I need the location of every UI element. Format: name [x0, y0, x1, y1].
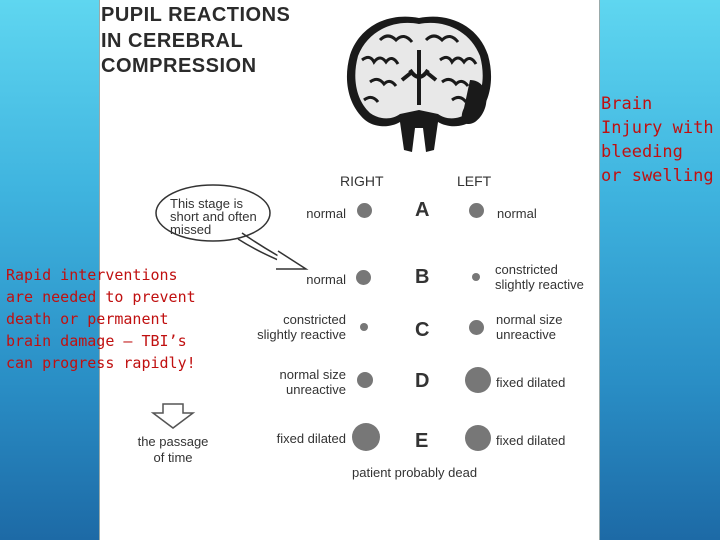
passage-line-1: the passage	[137, 434, 209, 449]
note-right-line-4: or swelling	[601, 166, 714, 186]
row-b-right-label-line: normal	[306, 272, 346, 287]
note-left-line-4: brain damage – TBI’s	[6, 332, 187, 350]
row-a-right-pupil	[357, 203, 372, 218]
row-e-left-label: fixed dilated	[496, 433, 565, 448]
row-d-right-label-line-2: unreactive	[286, 382, 346, 397]
row-d-letter: D	[415, 370, 430, 392]
row-d-right-pupil	[357, 372, 373, 388]
row-c-right-label-line-2: slightly reactive	[257, 327, 346, 342]
row-e-left-pupil	[465, 425, 491, 451]
row-c-right-pupil	[360, 323, 368, 331]
row-a-left-pupil	[469, 203, 484, 218]
bubble-line-3: missed	[170, 222, 212, 237]
row-a-right-label: normal	[306, 206, 346, 221]
row-a-right-label-line: normal	[306, 206, 346, 221]
bubble-line-2: short and often	[170, 209, 257, 224]
row-a-left-label-line: normal	[497, 206, 537, 221]
column-header-left: LEFT	[457, 173, 492, 189]
note-right-line-2: Injury with	[601, 118, 714, 138]
row-d-right-label: normal size unreactive	[280, 367, 346, 397]
note-right-line-3: bleeding	[601, 142, 683, 162]
row-e-right-label-line: fixed dilated	[276, 431, 346, 446]
speech-bubble	[155, 184, 309, 270]
row-d-right-label-line-1: normal size	[279, 367, 346, 382]
row-a-letter: A	[415, 199, 430, 221]
row-e-letter: E	[415, 430, 429, 452]
row-d-left-pupil	[465, 367, 491, 393]
row-c-left-pupil	[469, 320, 484, 335]
column-header-right: RIGHT	[340, 173, 384, 189]
row-c-letter: C	[415, 319, 430, 341]
figure-title-line-1: PUPIL REACTIONS	[101, 4, 291, 26]
bubble-text: This stage is short and often missed	[170, 197, 257, 236]
row-a-left-label: normal	[497, 206, 537, 221]
note-left-line-2: are needed to prevent	[6, 288, 196, 306]
row-b-left-label-line-1: constricted	[495, 262, 558, 277]
row-b-right-pupil	[356, 270, 371, 285]
row-c-left-label: normal size unreactive	[496, 312, 562, 342]
row-c-left-label-line-2: unreactive	[496, 327, 556, 342]
row-b-letter: B	[415, 266, 430, 288]
note-left-line-3: death or permanent	[6, 310, 169, 328]
brain-cross-section-illustration	[346, 16, 492, 153]
row-b-right-label: normal	[306, 272, 346, 287]
passage-line-2: of time	[153, 450, 193, 465]
down-arrow-icon	[150, 403, 196, 429]
note-right-line-1: Brain	[601, 94, 653, 114]
bubble-line-1: This stage is	[170, 196, 243, 211]
note-left-line-1: Rapid interventions	[6, 266, 178, 284]
figure-title-line-3: COMPRESSION	[101, 55, 257, 77]
passage-of-time-label: the passage of time	[128, 434, 218, 466]
figure-title-line-2: IN CEREBRAL	[101, 30, 244, 52]
patient-dead-label: patient probably dead	[352, 465, 478, 480]
row-b-left-label: constricted slightly reactive	[495, 262, 584, 292]
row-b-left-pupil	[472, 273, 480, 281]
row-c-right-label: constricted slightly reactive	[257, 312, 346, 342]
row-c-left-label-line-1: normal size	[496, 312, 563, 327]
note-rapid-interventions: Rapid interventions are needed to preven…	[6, 264, 206, 374]
row-d-left-label-line: fixed dilated	[496, 375, 566, 390]
row-d-left-label: fixed dilated	[496, 375, 565, 390]
row-b-left-label-line-2: slightly reactive	[495, 277, 584, 292]
note-brain-injury: Brain Injury with bleeding or swelling	[601, 92, 719, 188]
note-left-line-5: can progress rapidly!	[6, 354, 196, 372]
row-e-right-pupil	[352, 423, 380, 451]
row-e-right-label: fixed dilated	[277, 431, 346, 446]
row-e-left-label-line: fixed dilated	[496, 433, 566, 448]
row-c-right-label-line-1: constricted	[283, 312, 346, 327]
